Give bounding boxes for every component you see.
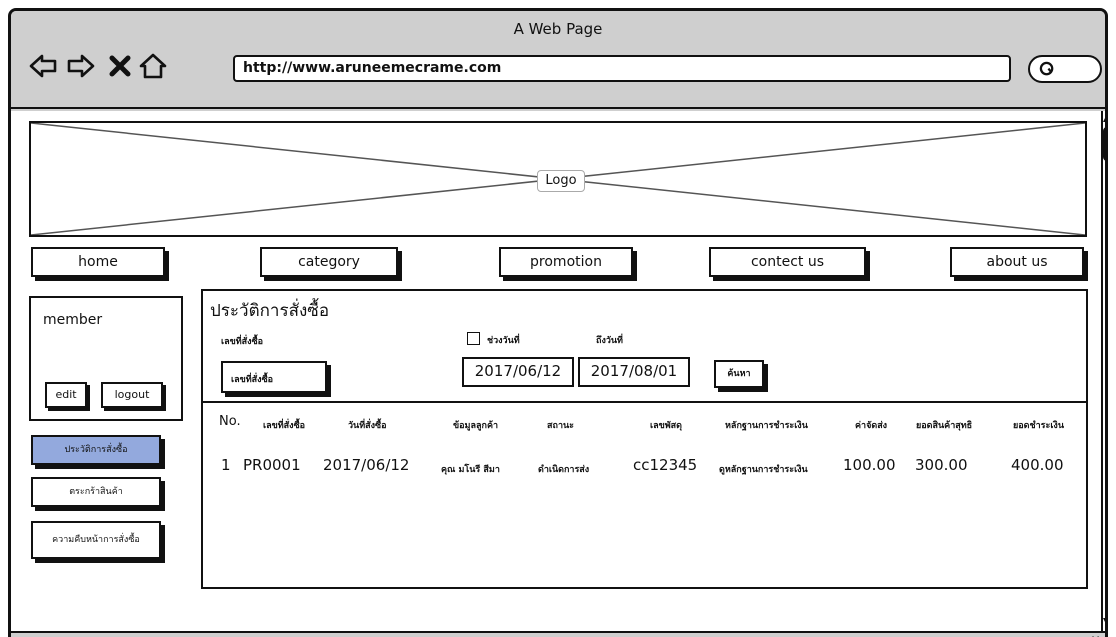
nav-contact[interactable]: contect us: [709, 247, 866, 277]
scroll-down-icon[interactable]: [1103, 617, 1108, 627]
column-header: ยอดชำระเงิน: [1013, 421, 1064, 431]
search-button[interactable]: ค้นหา: [714, 360, 764, 388]
table-divider: [203, 401, 1086, 403]
nav-category[interactable]: category: [260, 247, 398, 277]
cell-status: ดำเนิดการส่ง: [538, 465, 590, 475]
nav-promotion[interactable]: promotion: [499, 247, 633, 277]
order-number-input[interactable]: เลขที่สั่งซื้อ: [221, 361, 327, 393]
forward-arrow-icon[interactable]: [66, 51, 96, 81]
logout-button[interactable]: logout: [101, 382, 163, 408]
date-from-input[interactable]: 2017/06/12: [462, 357, 574, 387]
back-arrow-icon[interactable]: [28, 51, 58, 81]
member-label: member: [43, 312, 103, 328]
status-bar: //: [11, 631, 1105, 637]
column-header: ข้อมูลลูกค้า: [453, 421, 499, 431]
window-title: A Web Page: [513, 20, 603, 38]
member-panel: member edit logout: [29, 296, 183, 421]
order-number-label: เลขที่สั่งซื้อ: [221, 337, 264, 347]
page-title: ประวัติการสั่งซื้อ: [210, 301, 330, 321]
cell-order-date: 2017/06/12: [323, 456, 410, 474]
column-header: เลขที่สั่งซื้อ: [263, 421, 306, 431]
date-to-label: ถึงวันที่: [596, 336, 623, 346]
cell-customer: คุณ มโนรี สีมา: [441, 465, 500, 475]
date-to-input[interactable]: 2017/08/01: [578, 357, 690, 387]
date-range-checkbox[interactable]: [467, 332, 480, 345]
sidebar-item-cart[interactable]: ตระกร้าสินค้า: [31, 477, 161, 507]
cell-total-paid: 400.00: [1011, 456, 1064, 474]
nav-about[interactable]: about us: [950, 247, 1084, 277]
logo-placeholder: Logo: [29, 121, 1087, 237]
title-bar: A Web Page http://www.aruneemecrame.com: [11, 11, 1105, 109]
close-icon[interactable]: [105, 51, 135, 81]
sidebar-item-order-history[interactable]: ประวัติการสั่งซื้อ: [31, 435, 161, 465]
column-header: หลักฐานการชำระเงิน: [725, 421, 808, 431]
column-header: เลขพัสดุ: [650, 421, 683, 431]
cell-net-amount: 300.00: [915, 456, 968, 474]
column-header: ค่าจัดส่ง: [855, 421, 888, 431]
resize-grip-icon[interactable]: //: [1089, 635, 1099, 637]
url-bar[interactable]: http://www.aruneemecrame.com: [233, 55, 1011, 82]
home-icon[interactable]: [138, 51, 168, 81]
page-content: Logo home category promotion contect us …: [11, 111, 1101, 631]
vertical-scrollbar[interactable]: [1101, 111, 1108, 631]
search-icon: [1039, 61, 1054, 76]
column-header: ยอดสินค้าสุทธิ: [916, 421, 973, 431]
edit-button[interactable]: edit: [45, 382, 87, 408]
browser-window: A Web Page http://www.aruneemecrame.com: [8, 8, 1108, 637]
cell-shipping-fee: 100.00: [843, 456, 896, 474]
browser-search-box[interactable]: [1028, 55, 1102, 83]
date-range-label: ช่วงวันที่: [487, 336, 520, 346]
logo: Logo: [537, 170, 585, 192]
sidebar-item-order-progress[interactable]: ความคืบหน้าการสั่งซื้อ: [31, 521, 161, 559]
cell-tracking-number: cc12345: [633, 456, 698, 474]
scroll-up-icon[interactable]: [1103, 113, 1108, 123]
cell-order-number: PR0001: [243, 456, 301, 474]
order-history-panel: ประวัติการสั่งซื้อ เลขที่สั่งซื้อ ช่วงวั…: [201, 289, 1088, 589]
scroll-thumb[interactable]: [1103, 127, 1105, 161]
cell-no: 1: [221, 456, 231, 474]
column-header: สถานะ: [547, 421, 574, 431]
nav-home[interactable]: home: [31, 247, 165, 277]
column-header: วันที่สั่งซื้อ: [348, 421, 387, 431]
view-payment-proof-link[interactable]: ดูหลักฐานการชำระเงิน: [719, 465, 808, 475]
column-header: No.: [219, 414, 241, 429]
